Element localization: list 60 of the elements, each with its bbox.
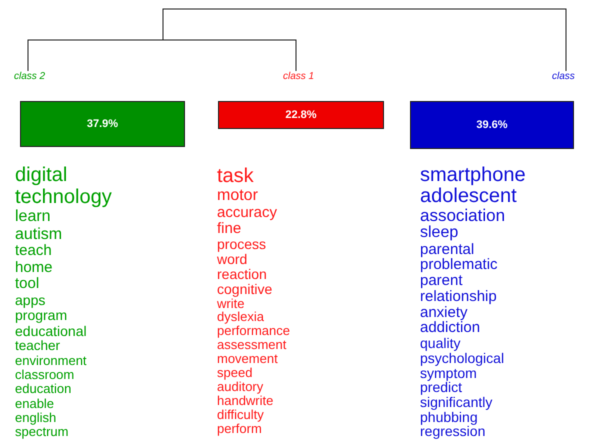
keyword-text: quality [420, 336, 460, 351]
keyword-text: reaction [217, 266, 267, 282]
keyword-text: spectrum [15, 425, 68, 440]
keyword-text: relationship [420, 288, 497, 305]
keyword-text: educational [15, 324, 87, 339]
keyword-text: symptom [420, 366, 477, 380]
keyword-text: significantly [420, 394, 492, 410]
keyword-text: movement [217, 352, 278, 366]
keyword-text: motor [217, 187, 258, 205]
keyword-text: process [217, 236, 266, 252]
keyword-text: auditory [217, 380, 264, 394]
keyword-text: dyslexia [217, 310, 264, 324]
keyword-text: enable [15, 396, 54, 411]
keyword-text: program [15, 308, 68, 324]
keyword-text: smartphone [420, 165, 526, 186]
keyword-text: association [420, 207, 506, 225]
keyword-text: education [15, 382, 72, 397]
keyword-text: teacher [15, 338, 60, 354]
keyword-text: word [217, 252, 248, 267]
keyword-text: addiction [420, 320, 480, 336]
keyword-text: task [217, 166, 254, 188]
keyword-text: english [15, 410, 56, 426]
keyword-text: predict [420, 380, 462, 395]
keyword-text: assessment [217, 338, 286, 352]
keyword-text: perform [217, 422, 262, 436]
keyword-text: environment [15, 354, 87, 368]
keyword-text: learn [15, 208, 51, 226]
keyword-text: fine [217, 220, 242, 237]
class-label: class [552, 71, 588, 83]
keyword-text: autism [15, 226, 62, 244]
keyword-text: classroom [15, 368, 74, 382]
keyword-text: problematic [420, 257, 498, 274]
keyword-text: sleep [420, 224, 458, 242]
keyword-text: anxiety [420, 304, 468, 320]
keyword-text: parental [420, 242, 474, 258]
percentage-bar: 39.6% [410, 101, 574, 149]
class-label: class 1 [283, 71, 323, 83]
keyword-text: adolescent [420, 186, 517, 207]
keyword-text: write [217, 296, 244, 310]
keyword-text: handwrite [217, 394, 274, 408]
keyword-text: technology [15, 186, 112, 208]
keyword-text: parent [420, 273, 463, 289]
keyword-text: digital [15, 164, 68, 186]
keyword-text: accuracy [217, 204, 278, 221]
keyword-text: teach [15, 243, 52, 260]
keyword-text: phubbing [420, 410, 478, 424]
keyword-text: performance [217, 324, 290, 338]
keyword-text: regression [420, 424, 486, 440]
keyword-text: home [15, 260, 53, 276]
keyword-text: speed [217, 366, 252, 380]
percentage-bar: 22.8% [218, 101, 384, 129]
keyword-text: tool [15, 276, 40, 293]
dendrogram-branch [162, 8, 566, 72]
keyword-text: difficulty [217, 408, 264, 422]
percentage-bar: 37.9% [20, 101, 185, 147]
keyword-text: apps [15, 292, 46, 308]
keyword-text: psychological [420, 350, 504, 366]
keyword-text: cognitive [217, 282, 272, 297]
class-label: class 2 [14, 71, 54, 83]
dendrogram-branch [28, 40, 296, 72]
